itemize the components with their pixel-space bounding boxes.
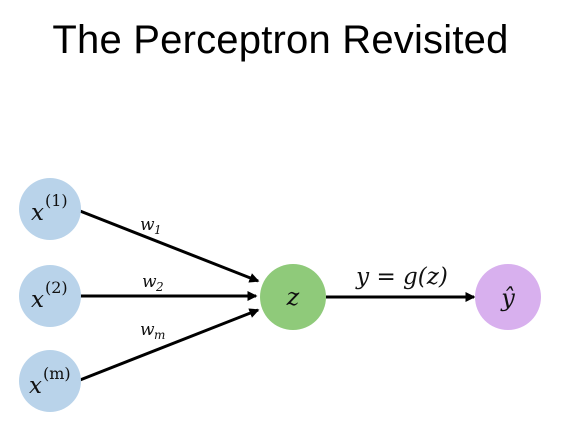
input-label-2-base: x <box>31 287 44 313</box>
weight-m-subscript: m <box>154 328 165 342</box>
weight-2-base: w <box>142 272 157 292</box>
weight-1-subscript: 1 <box>154 223 162 237</box>
input-label-m-superscript: (m) <box>43 364 71 383</box>
sum-node: z <box>260 264 326 330</box>
weight-label-1: w 1 <box>140 215 162 237</box>
input-label-m-base: x <box>29 373 42 399</box>
weight-label-2: w 2 <box>142 272 164 294</box>
slide-title: The Perceptron Revisited <box>52 18 509 62</box>
activation-function-label: y = g(z) <box>355 264 448 290</box>
input-node-m: x (m) <box>19 350 81 412</box>
sum-node-label: z <box>286 283 300 311</box>
input-label-2-superscript: (2) <box>45 278 68 297</box>
output-node-label: ŷ <box>500 284 515 312</box>
edge-input-m-to-sum <box>79 308 260 382</box>
weight-m-base: w <box>140 320 155 340</box>
edge-input-1-to-sum <box>79 209 260 283</box>
input-node-1: x (1) <box>19 178 81 240</box>
input-label-1-superscript: (1) <box>45 191 68 210</box>
output-node: ŷ <box>475 264 541 330</box>
input-label-1-base: x <box>31 200 44 226</box>
input-node-2: x (2) <box>19 265 81 327</box>
weight-1-base: w <box>140 215 155 235</box>
weight-2-subscript: 2 <box>155 280 164 294</box>
weight-label-m: w m <box>140 320 165 342</box>
